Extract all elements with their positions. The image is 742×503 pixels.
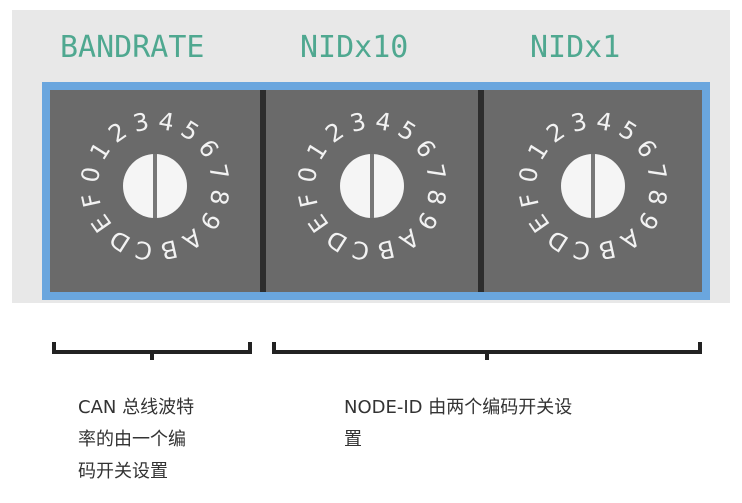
dial-digit: 2 [541,117,570,149]
dial-slot [370,154,374,218]
dial-digit: 4 [594,107,614,137]
dial-digit: 8 [204,187,234,207]
dial-digit: B [158,234,180,265]
dial-digit: 5 [614,115,642,147]
dial-digit: E [86,209,118,237]
dial-digit: 3 [568,107,589,138]
dial-digit: 1 [301,137,333,165]
dial-digit: E [524,209,556,237]
left-bracket [52,342,252,360]
caption-line: 率的由一个编 [78,429,186,450]
dial-digit: B [375,234,397,265]
dial-slot [591,154,595,218]
dial-digit: 5 [393,115,421,147]
dial-digit: 9 [632,207,664,235]
dial-digit: 7 [641,161,672,182]
dial-digit: 9 [411,207,443,235]
dial-digit: D [105,224,136,258]
dial-digit: 2 [320,117,349,149]
right-bracket [272,342,702,360]
dial-digit: F [514,190,544,210]
dial-digit: 1 [84,137,116,165]
dial-digit: 0 [514,165,544,185]
nid-x10-label: NIDx10 [300,30,409,65]
dial-digit: B [596,234,618,265]
caption-line: 置 [344,429,362,450]
dial-digit: C [133,235,154,265]
dial-digit: 7 [203,161,234,182]
can-baudrate-caption: CAN 总线波特 率的由一个编 码开关设置 [78,392,194,488]
caption-line: 码开关设置 [78,461,168,482]
nid-x1-label: NIDx1 [530,30,621,65]
dial-digit: A [394,223,424,256]
dial-digit: 0 [76,165,106,185]
dial-digit: 3 [130,107,151,138]
dial-digit: 8 [421,187,451,207]
dial-digit: 9 [194,207,226,235]
dial-digit: 6 [630,134,662,163]
dial-digit: 7 [420,161,451,182]
dial-digit: 4 [373,107,393,137]
dial-digit: A [177,223,207,256]
dial-digit: 0 [293,165,323,185]
dial-digit: 4 [156,107,176,137]
dial-digit: F [293,190,323,210]
dial-digit: F [76,190,106,210]
node-id-caption: NODE-ID 由两个编码开关设 置 [344,392,572,456]
dial-digit: D [322,224,353,258]
dial-slot [153,154,157,218]
dial-digit: C [571,235,592,265]
dial-digit: A [615,223,645,256]
dial-digit: 1 [522,137,554,165]
caption-line: NODE-ID 由两个编码开关设 [344,397,573,418]
dial-digit: 8 [642,187,672,207]
dial-digit: 6 [192,134,224,163]
caption-line: CAN 总线波特 [78,397,195,418]
bandrate-label: BANDRATE [60,30,205,65]
dial-digit: 2 [103,117,132,149]
dial-digit: 3 [347,107,368,138]
switch-divider [478,90,484,292]
dial-digit: D [543,224,574,258]
dial-digit: 5 [176,115,204,147]
dial-digit: C [350,235,371,265]
dial-digit: 6 [409,134,441,163]
switch-divider [260,90,266,292]
dial-digit: E [303,209,335,237]
